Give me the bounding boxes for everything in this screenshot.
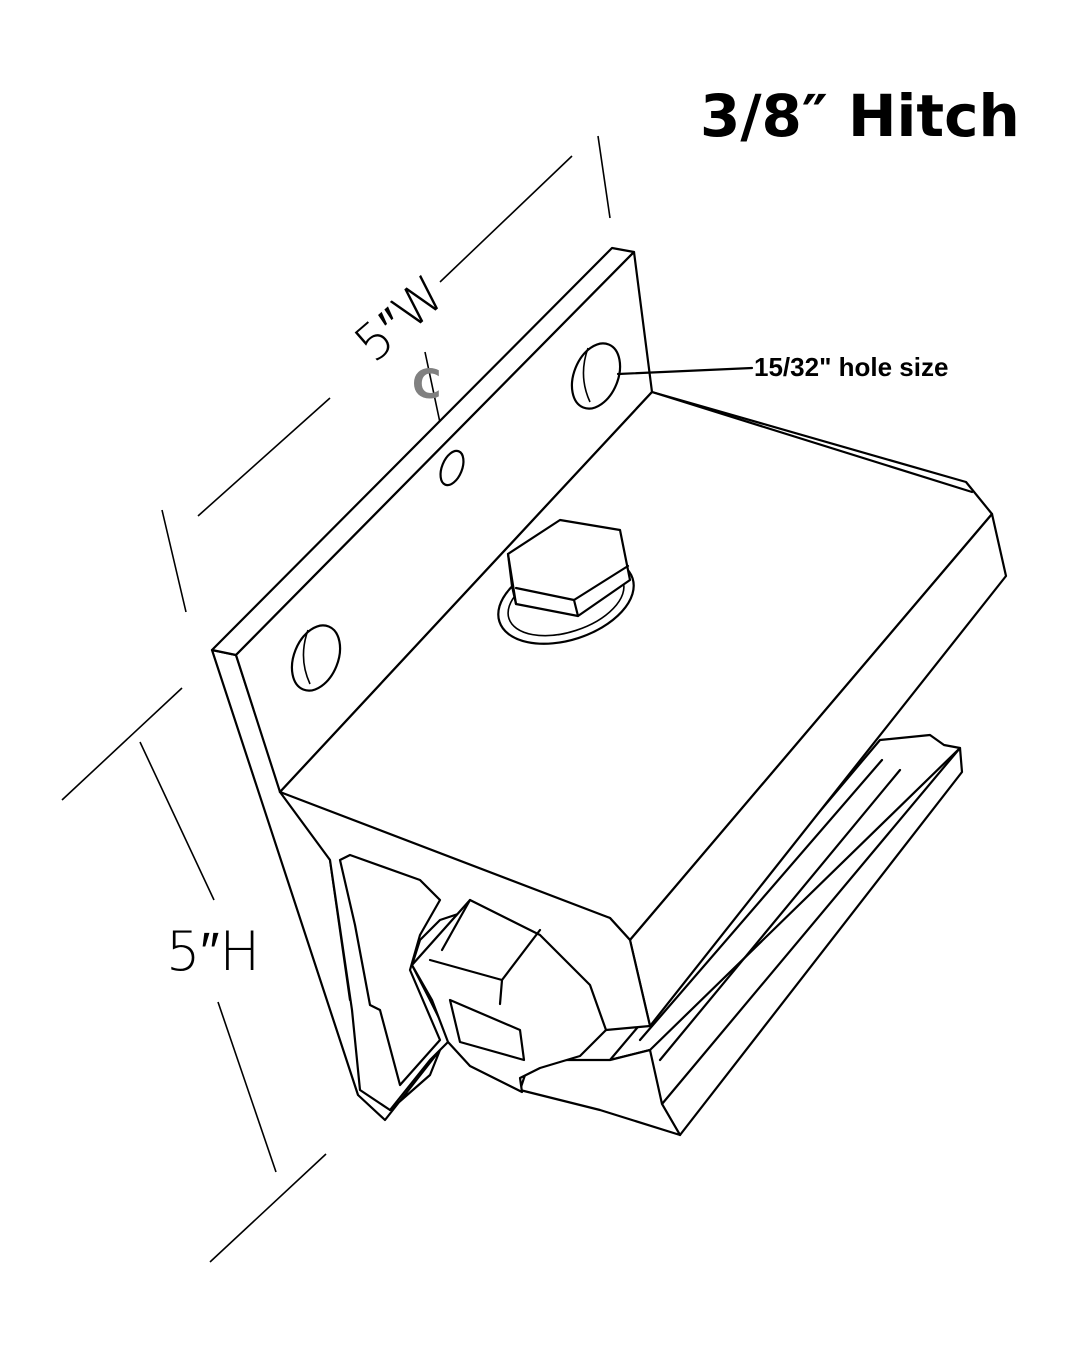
front-face [278, 790, 652, 1112]
clamp-jaw [410, 898, 608, 1094]
center-mark-label: C [412, 362, 442, 408]
hex-bolt [497, 518, 635, 645]
hole-center [439, 449, 465, 487]
lower-rail [518, 733, 964, 1137]
hole-leader-line [616, 366, 754, 376]
hole-size-label: 15/32" hole size [754, 352, 949, 382]
width-dimension-lines [161, 135, 611, 613]
height-dimension-lines [61, 687, 327, 1263]
diagram-title: 3/8″ Hitch [700, 82, 1020, 150]
flange-holes [290, 342, 622, 692]
center-line [424, 351, 443, 433]
height-dimension-label: 5″H [166, 920, 261, 983]
